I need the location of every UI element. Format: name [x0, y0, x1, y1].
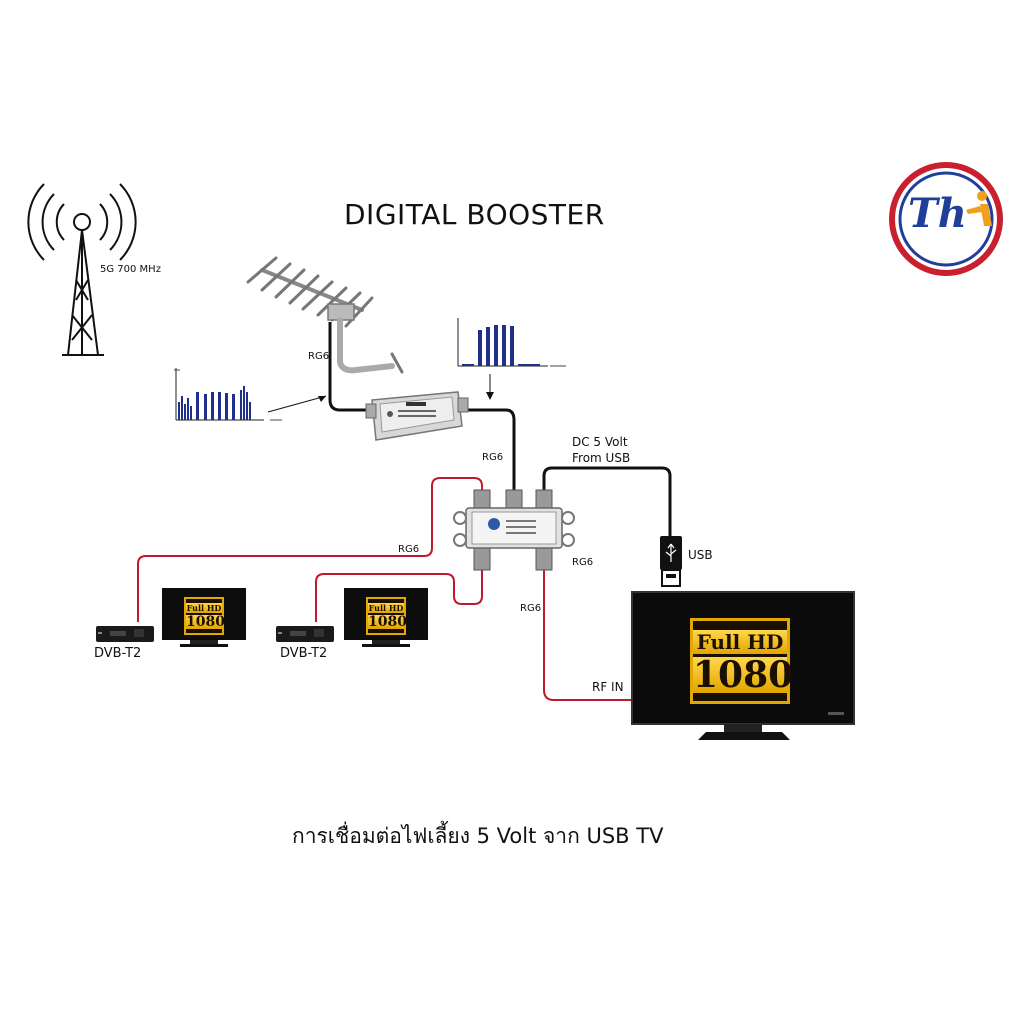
hd-badge-bottom: 1080	[693, 653, 794, 696]
brand-logo-text: Th	[908, 190, 967, 237]
receiver-label: DVB-T2	[94, 646, 142, 661]
coax-red-cables	[137, 477, 634, 701]
coax-black-cables	[328, 322, 672, 538]
power-label-line2: From USB	[572, 451, 631, 465]
antenna-cable-label: RG6	[308, 351, 330, 362]
splitter-icon	[453, 489, 575, 571]
hd-badge-top: Full HD	[186, 603, 222, 613]
tv-feed-cable-label: RG6	[520, 603, 542, 614]
full-hd-badge: Full HD 1080	[184, 597, 225, 635]
hd-badge-top: Full HD	[693, 629, 787, 654]
tower-frequency-label: 5G 700 MHz	[100, 264, 161, 275]
hd-badge-bottom: 1080	[186, 614, 225, 630]
spectrum-after-icon	[457, 318, 566, 367]
pointer-arrowhead	[486, 392, 494, 400]
usb-label: USB	[688, 548, 713, 562]
rf-in-label: RF IN	[592, 680, 624, 694]
receiver-label: DVB-T2	[280, 646, 328, 661]
set-top-box-icon	[96, 626, 154, 642]
right-output-cable-label: RG6	[572, 557, 594, 568]
usb-plug-icon	[660, 536, 682, 587]
power-label-line1: DC 5 Volt	[572, 435, 628, 449]
hd-badge-bottom: 1080	[368, 614, 407, 630]
full-hd-badge: Full HD 1080	[366, 597, 407, 635]
pointer-arrow	[267, 395, 327, 413]
diagram-title: DIGITAL BOOSTER	[344, 198, 605, 231]
full-hd-badge: Full HD 1080	[690, 618, 794, 704]
hd-badge-top: Full HD	[368, 603, 404, 613]
left-output-cable-label: RG6	[398, 544, 420, 555]
yagi-antenna-icon	[246, 256, 404, 374]
set-top-box-icon	[276, 626, 334, 642]
splitter-input-cable-label: RG6	[482, 452, 504, 463]
broadcast-tower-icon	[27, 183, 137, 356]
brand-logo-icon	[889, 162, 1003, 276]
booster-amplifier-icon	[365, 391, 469, 441]
pointer-arrowhead	[318, 396, 326, 402]
spectrum-before-icon	[174, 368, 282, 421]
diagram-caption: การเชื่อมต่อไฟเลี้ยง 5 Volt จาก USB TV	[292, 824, 664, 848]
